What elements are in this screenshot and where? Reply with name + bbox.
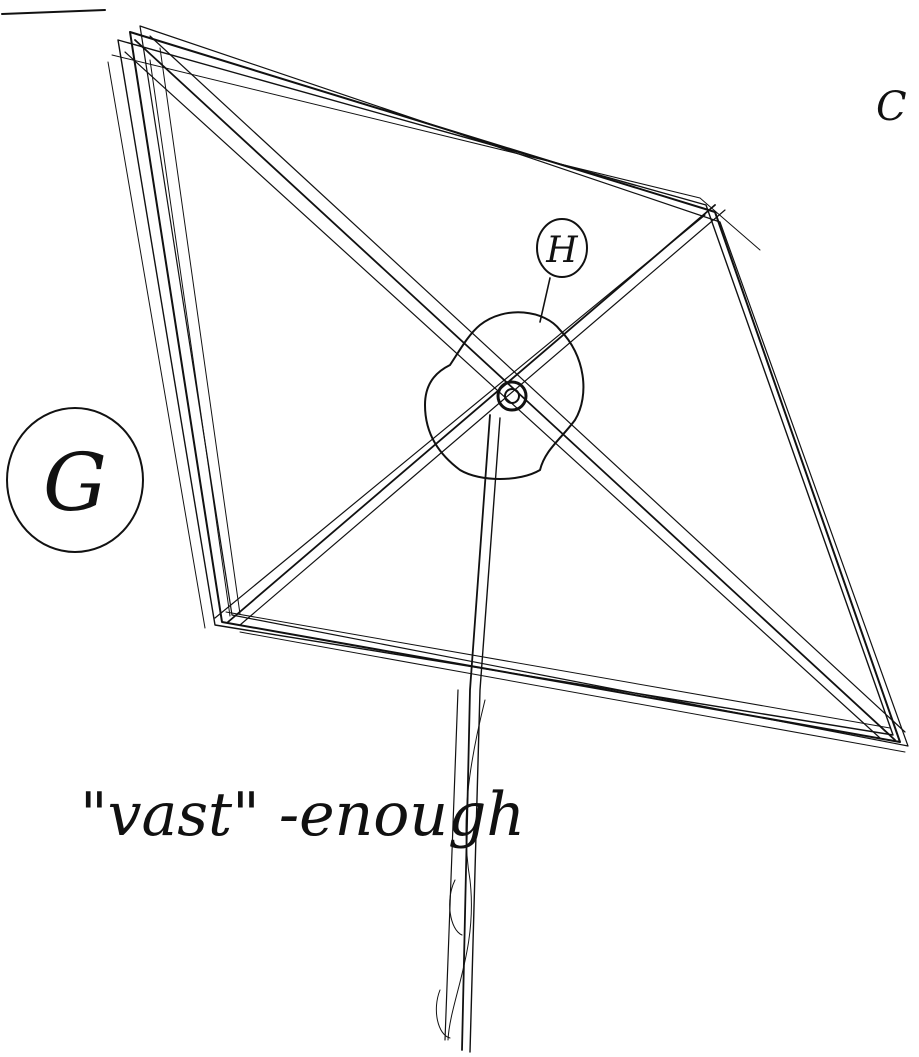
sail-outline <box>107 25 909 753</box>
handwritten-caption: "vast" -enough <box>80 780 525 850</box>
center-hub <box>424 311 585 480</box>
label-circle-h: H <box>536 218 588 323</box>
label-circle-g: G <box>6 407 144 553</box>
cross-spars <box>124 35 906 741</box>
circle-g-letter: G <box>43 436 107 529</box>
pole <box>435 414 501 1053</box>
edge-letter: C <box>876 84 907 130</box>
circle-h-letter: H <box>545 230 578 271</box>
top-edge-stroke <box>1 9 106 15</box>
